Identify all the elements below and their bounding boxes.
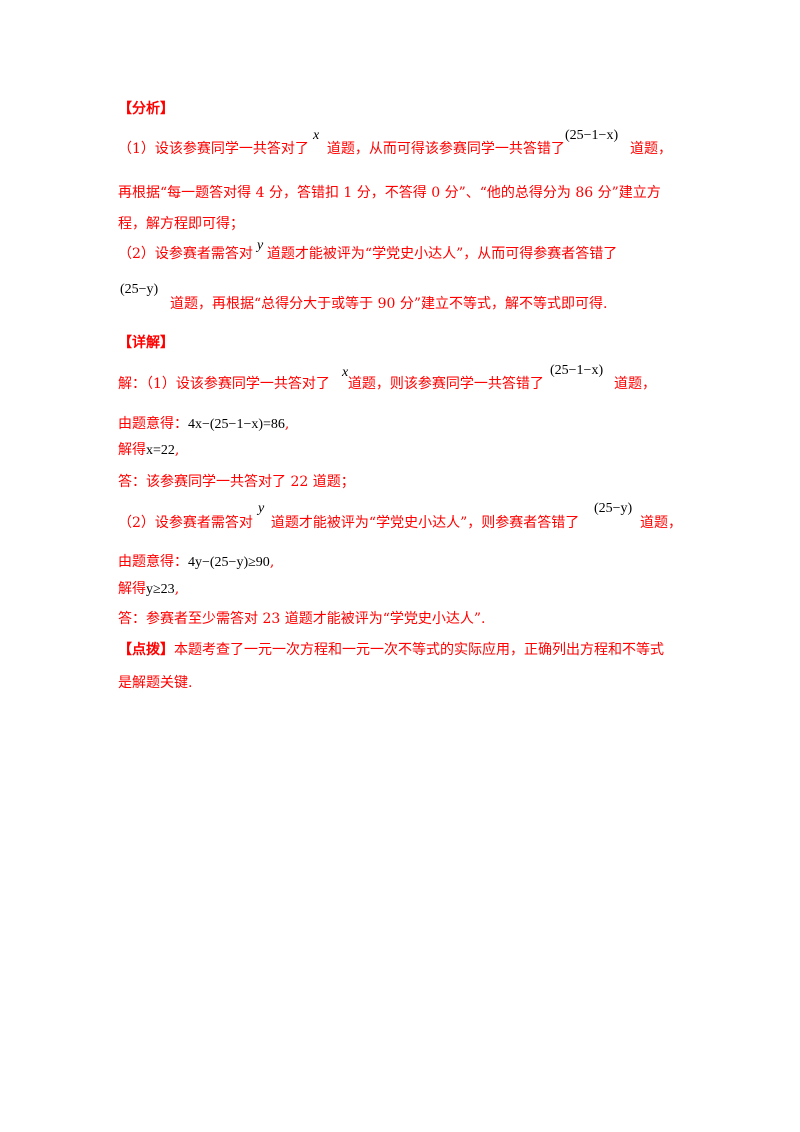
analysis-p1-expr: (25−1−x): [565, 128, 619, 143]
analysis-p2-text-a: （2）设参赛者需答对: [118, 246, 253, 262]
analysis-p1-text-b: 道题，从而可得该参赛同学一共答错了: [326, 141, 565, 157]
analysis-p2-var-y: y: [257, 238, 264, 253]
solution-line1: 解：（1）设该参赛同学一共答对了 道题，则该参赛同学一共答错了: [118, 375, 544, 393]
solution-line4: 答：该参赛同学一共答对了 22 道题；: [118, 474, 355, 490]
solution-s1-text-b: 道题，则该参赛同学一共答错了: [347, 376, 544, 392]
solution-s3-label: 解得: [118, 442, 146, 458]
comment-text-1: 本题考查了一元一次方程和一元一次不等式的实际应用，正确列出方程和不等式: [174, 642, 664, 658]
solution-s1-text-c: 道题，: [614, 376, 656, 392]
solution-s7-end: ,: [174, 581, 180, 597]
solution-s2-label: 由题意得：: [118, 416, 188, 432]
solution-s5-text-c: 道题，: [640, 515, 682, 531]
solution-s5-expr: (25−y): [594, 501, 633, 516]
solution-s2-end: ,: [284, 416, 290, 432]
solution-line7: 解得y≥23,: [118, 580, 179, 599]
analysis-p2-text-b: 道题才能被评为“学党史小达人”，从而可得参赛者答错了: [266, 246, 618, 262]
solution-s7-label: 解得: [118, 581, 146, 597]
analysis-p1-var-x: x: [313, 128, 320, 143]
solution-s6-end: ,: [269, 554, 275, 570]
analysis-p1-text-c: 道题，: [630, 141, 672, 157]
analysis-p1-line2: 再根据“每一题答对得 4 分，答错扣 1 分，不答得 0 分”、“他的总得分为 …: [118, 185, 661, 201]
analysis-p1-line3: 程，解方程即可得；: [118, 216, 244, 232]
analysis-p1-text-a: （1）设该参赛同学一共答对了: [118, 141, 309, 157]
solution-s1-var-x: x: [342, 365, 349, 380]
analysis-p1-line1: （1）设该参赛同学一共答对了 道题，从而可得该参赛同学一共答错了: [118, 140, 565, 158]
solution-line2: 由题意得：4x−(25−1−x)=86,: [118, 415, 289, 434]
comment-line2: 是解题关键.: [118, 675, 193, 691]
analysis-p2-line1: （2）设参赛者需答对道题才能被评为“学党史小达人”，从而可得参赛者答错了: [118, 245, 617, 263]
analysis-p2-line2: 道题，再根据“总得分大于或等于 90 分”建立不等式，解不等式即可得.: [170, 296, 608, 312]
solution-s5-text-b: 道题才能被评为“学党史小达人”，则参赛者答错了: [270, 515, 580, 531]
comment-line1: 【点拨】本题考查了一元一次方程和一元一次不等式的实际应用，正确列出方程和不等式: [118, 641, 664, 659]
solution-s1-text-a: 解：（1）设该参赛同学一共答对了: [118, 376, 330, 392]
solution-s5-text-a: （2）设参赛者需答对: [118, 515, 253, 531]
solution-s1-expr: (25−1−x): [550, 363, 604, 378]
solution-heading: 【详解】: [118, 335, 174, 351]
solution-s6-inequality: 4y−(25−y)≥90: [188, 555, 270, 570]
solution-s3-result: x=22: [146, 443, 175, 458]
solution-s2-equation: 4x−(25−1−x)=86: [188, 417, 285, 432]
analysis-p2-expr: (25−y): [120, 282, 159, 297]
analysis-heading: 【分析】: [118, 101, 174, 117]
comment-heading: 【点拨】: [118, 642, 174, 658]
solution-s3-end: ,: [174, 442, 180, 458]
solution-line6: 由题意得：4y−(25−y)≥90,: [118, 553, 274, 572]
solution-line5: （2）设参赛者需答对 道题才能被评为“学党史小达人”，则参赛者答错了: [118, 514, 579, 532]
solution-line3: 解得x=22,: [118, 441, 179, 460]
solution-s6-label: 由题意得：: [118, 554, 188, 570]
solution-s5-var-y: y: [258, 501, 265, 516]
solution-line8: 答：参赛者至少需答对 23 道题才能被评为“学党史小达人”.: [118, 611, 486, 627]
solution-s7-result: y≥23: [146, 582, 175, 597]
